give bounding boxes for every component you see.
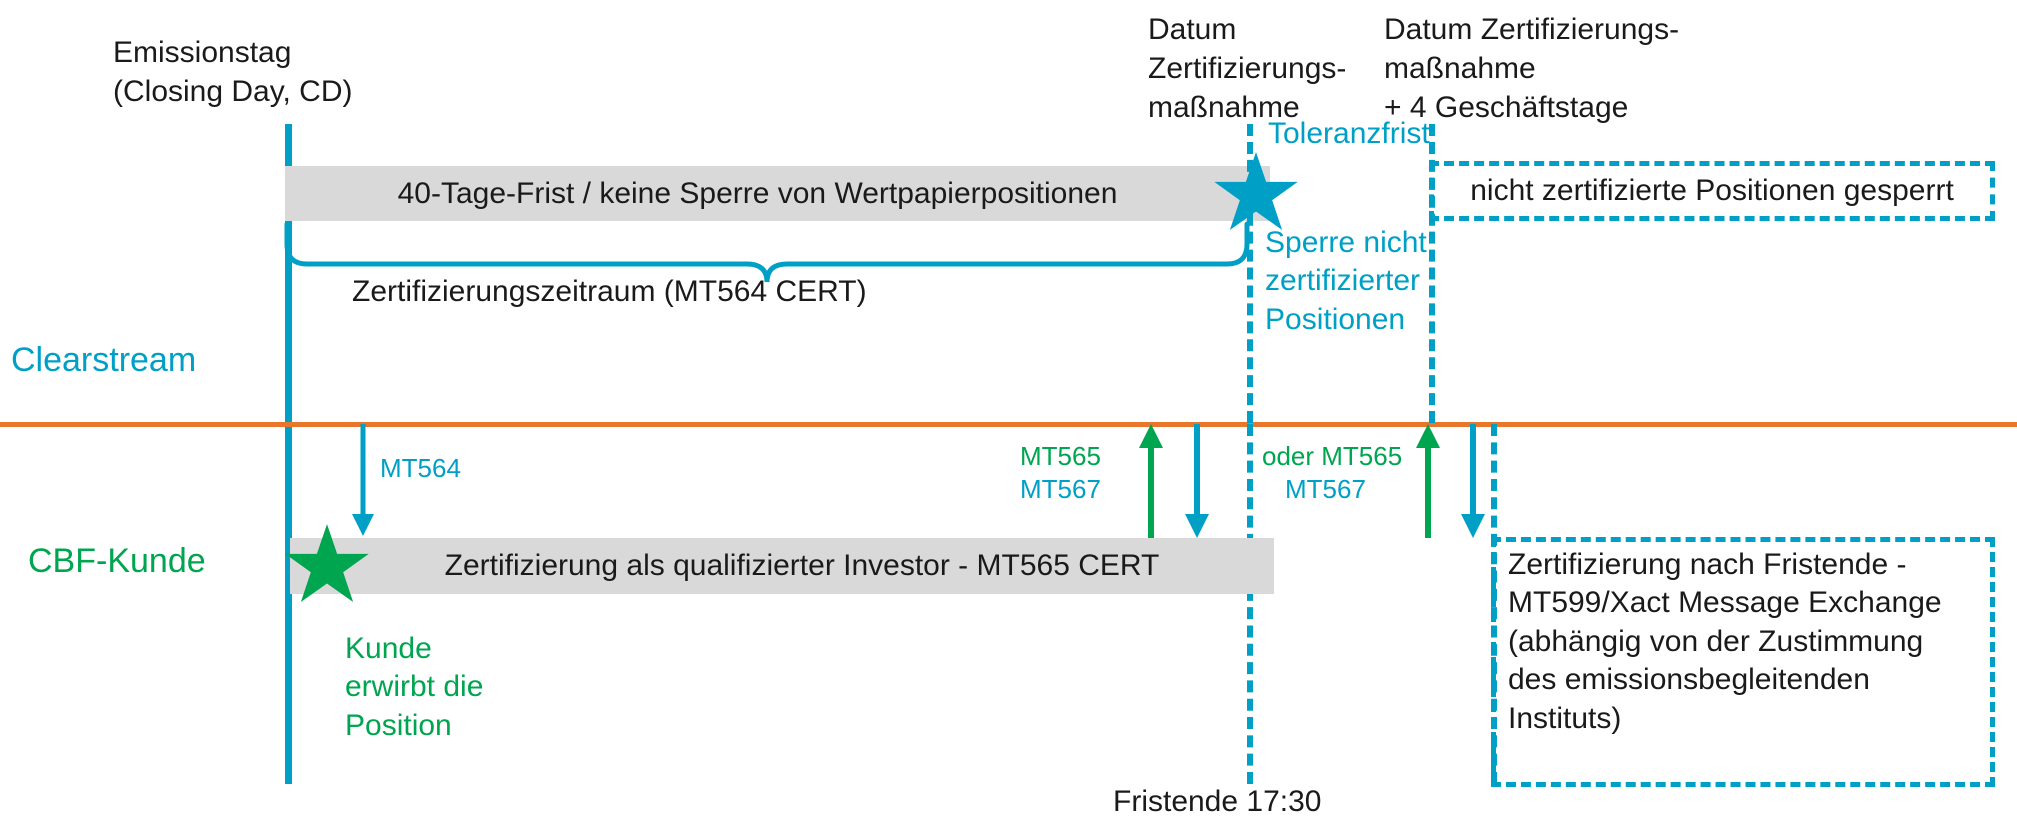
arrow-up-icon-right [1413,424,1443,538]
box-zertifizierung-nach-fristende: Zertifizierung nach Fristende - MT599/Xa… [1491,537,1995,787]
label-kunde-erwirbt-position: Kunde erwirbt die Position [345,632,484,742]
arrow-down-icon-mt564 [348,424,378,538]
lane-label-cbf-kunde: CBF-Kunde [28,542,206,580]
arrow-down-icon-left [1182,424,1212,538]
header-datum-zertifizierungsmassnahme-plus4: Datum Zertifizierungs- maßnahme + 4 Gesc… [1384,13,1680,124]
arrow-down-icon-right [1458,424,1488,538]
bar-zertifizierung-qualifizierter-investor: Zertifizierung als qualifizierter Invest… [290,538,1274,594]
bar-zertifizierung-qualifizierter-investor-label: Zertifizierung als qualifizierter Invest… [444,549,1160,582]
header-datum-zertifizierungsmassnahme: Datum Zertifizierungs- maßnahme [1148,13,1347,124]
label-mt564: MT564 [380,453,461,483]
star-icon-clearstream [1213,152,1299,234]
label-fristende: Fristende 17:30 [1113,785,1322,818]
header-emissionstag: Emissionstag (Closing Day, CD) [113,36,353,108]
box-nicht-zertifizierte-positionen-gesperrt-label: nicht zertifizierte Positionen gesperrt [1470,173,1954,207]
box-zertifizierung-nach-fristende-label: Zertifizierung nach Fristende - MT599/Xa… [1508,548,1942,735]
curly-brace-icon [284,221,1250,284]
bar-40-tage-frist: 40-Tage-Frist / keine Sperre von Wertpap… [285,166,1270,221]
label-toleranzfrist: Toleranzfrist [1268,117,1430,150]
label-zertifizierungszeitraum: Zertifizierungszeitraum (MT564 CERT) [352,275,867,308]
dashed-line-fristende-lower [1247,424,1253,784]
lane-divider-line [0,422,2017,427]
box-nicht-zertifizierte-positionen-gesperrt: nicht zertifizierte Positionen gesperrt [1429,161,1995,221]
label-mt567-left: MT567 [1020,474,1101,504]
arrow-up-icon-left [1136,424,1166,538]
label-mt567-right: MT567 [1285,474,1366,504]
timeline-axis-closing-day [285,124,292,784]
star-icon-cbf [284,524,370,606]
dashed-line-toleranzfrist-end [1429,124,1435,423]
bar-40-tage-frist-label: 40-Tage-Frist / keine Sperre von Wertpap… [397,176,1118,210]
lane-label-clearstream: Clearstream [11,341,197,379]
label-sperre-nicht-zertifizierter-positionen: Sperre nicht zertifizierter Positionen [1265,226,1427,336]
label-mt565-right: oder MT565 [1262,441,1403,471]
label-mt565-left: MT565 [1020,441,1101,471]
dashed-line-fristende [1247,124,1253,423]
